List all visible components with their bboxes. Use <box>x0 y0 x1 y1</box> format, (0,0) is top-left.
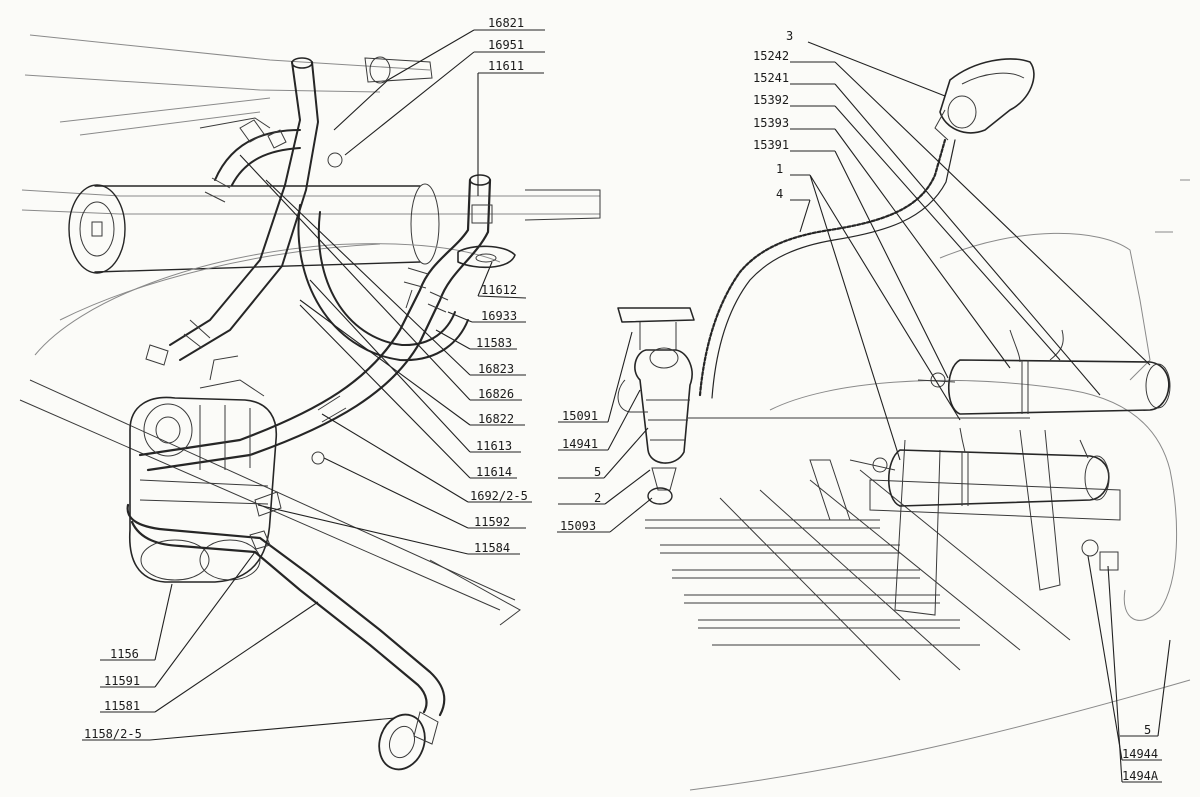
label-11614: 11614 <box>476 465 512 479</box>
label-16826: 16826 <box>478 387 514 401</box>
label-11591: 11591 <box>104 674 140 688</box>
label-5-regulator: 5 <box>594 465 601 479</box>
label-5-fitting: 5 <box>1144 723 1151 737</box>
label-15242: 15242 <box>753 49 789 63</box>
label-3: 3 <box>786 29 793 43</box>
label-15393: 15393 <box>753 116 789 130</box>
floor-slats-drawing <box>645 469 1121 681</box>
label-14941: 14941 <box>562 437 598 451</box>
label-15392: 15392 <box>753 93 789 107</box>
label-1158-2-5: 1158/2-5 <box>84 727 142 741</box>
leader-lines <box>82 29 1171 783</box>
label-16822: 16822 <box>478 412 514 426</box>
label-14944: 14944 <box>1122 747 1158 761</box>
label-1156: 1156 <box>110 647 139 661</box>
label-16951: 16951 <box>488 38 524 52</box>
label-1494A: 1494A <box>1122 769 1159 783</box>
label-11612: 11612 <box>481 283 517 297</box>
label-16933: 16933 <box>481 309 517 323</box>
label-15093: 15093 <box>560 519 596 533</box>
right-assembly-drawing <box>617 58 1191 791</box>
label-4: 4 <box>776 187 783 201</box>
label-15241: 15241 <box>753 71 789 85</box>
label-11611: 11611 <box>488 59 524 73</box>
label-11584: 11584 <box>474 541 510 555</box>
label-11581: 11581 <box>104 699 140 713</box>
label-1692-2-5: 1692/2-5 <box>470 489 528 503</box>
label-11583: 11583 <box>476 336 512 350</box>
label-15091: 15091 <box>562 409 598 423</box>
label-15391: 15391 <box>753 138 789 152</box>
left-assembly-drawing <box>19 34 601 771</box>
part-labels-left: 16821 16951 11611 11612 16933 11583 1682… <box>84 16 528 741</box>
part-labels-right: 3 15242 15241 15392 15393 15391 1 4 1509… <box>560 29 1159 783</box>
label-11613: 11613 <box>476 439 512 453</box>
label-16823: 16823 <box>478 362 514 376</box>
label-2: 2 <box>594 491 601 505</box>
label-1: 1 <box>776 162 783 176</box>
label-11592: 11592 <box>474 515 510 529</box>
label-16821: 16821 <box>488 16 524 30</box>
